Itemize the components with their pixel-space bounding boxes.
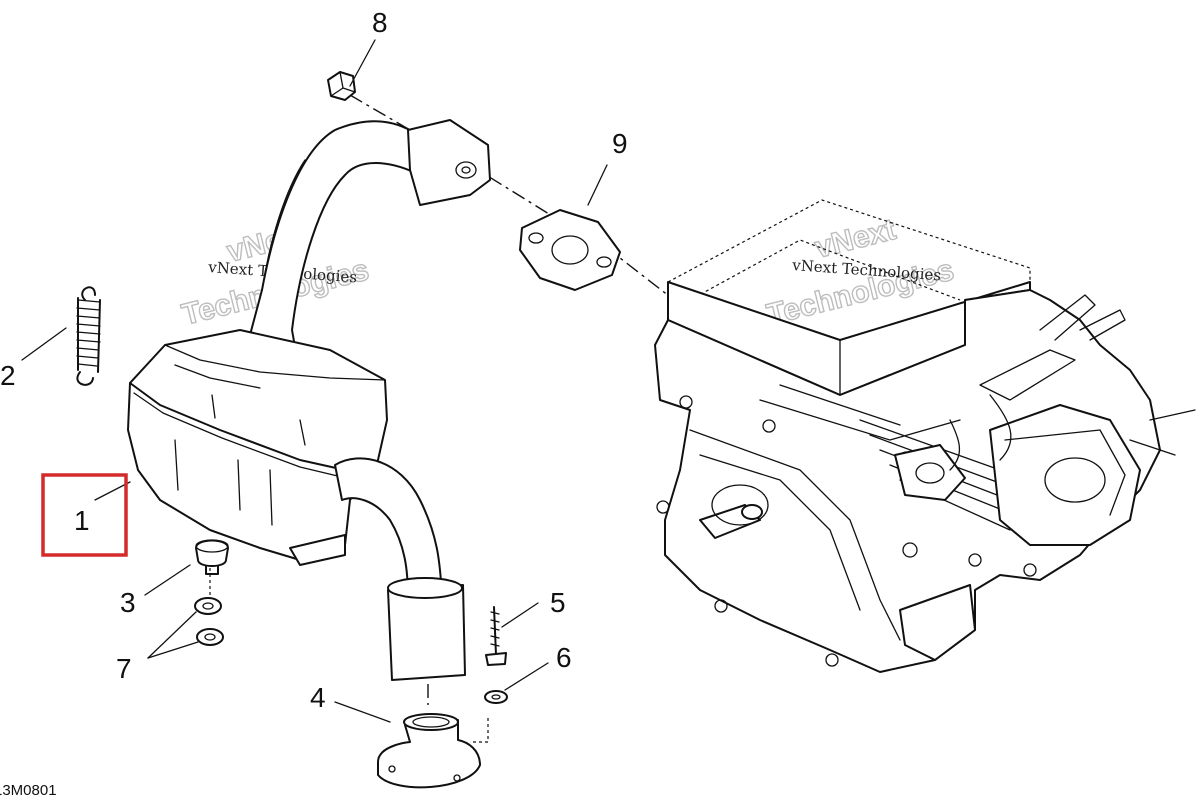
callout-1[interactable]: 1 — [74, 505, 90, 536]
callout-6[interactable]: 6 — [556, 642, 572, 673]
washer-icon — [194, 597, 224, 646]
engine-icon — [654, 199, 1196, 673]
callout-2[interactable]: 2 — [0, 360, 16, 391]
callout-8[interactable]: 8 — [372, 7, 388, 38]
spring-icon — [76, 286, 101, 386]
callout-3[interactable]: 3 — [120, 587, 136, 618]
callout-4[interactable]: 4 — [310, 682, 326, 713]
nut-icon — [327, 71, 356, 101]
tailpipe-icon — [334, 457, 466, 681]
exhaust-pipe-icon — [241, 119, 491, 376]
leader-lines — [21, 39, 608, 723]
muffler-icon — [127, 329, 388, 566]
gasket-icon — [519, 209, 621, 291]
callout-7[interactable]: 7 — [116, 653, 132, 684]
rubber-mount-icon — [195, 539, 229, 575]
small-nut-icon — [484, 690, 508, 704]
callout-9[interactable]: 9 — [612, 128, 628, 159]
callout-labels: 1 2 3 4 5 6 7 8 9 — [0, 7, 628, 713]
figure-id: 13M0801 — [0, 782, 57, 798]
bushing-icon — [377, 713, 481, 789]
highlight-box — [41, 473, 128, 557]
screw-icon — [485, 606, 507, 666]
callout-5[interactable]: 5 — [550, 587, 566, 618]
